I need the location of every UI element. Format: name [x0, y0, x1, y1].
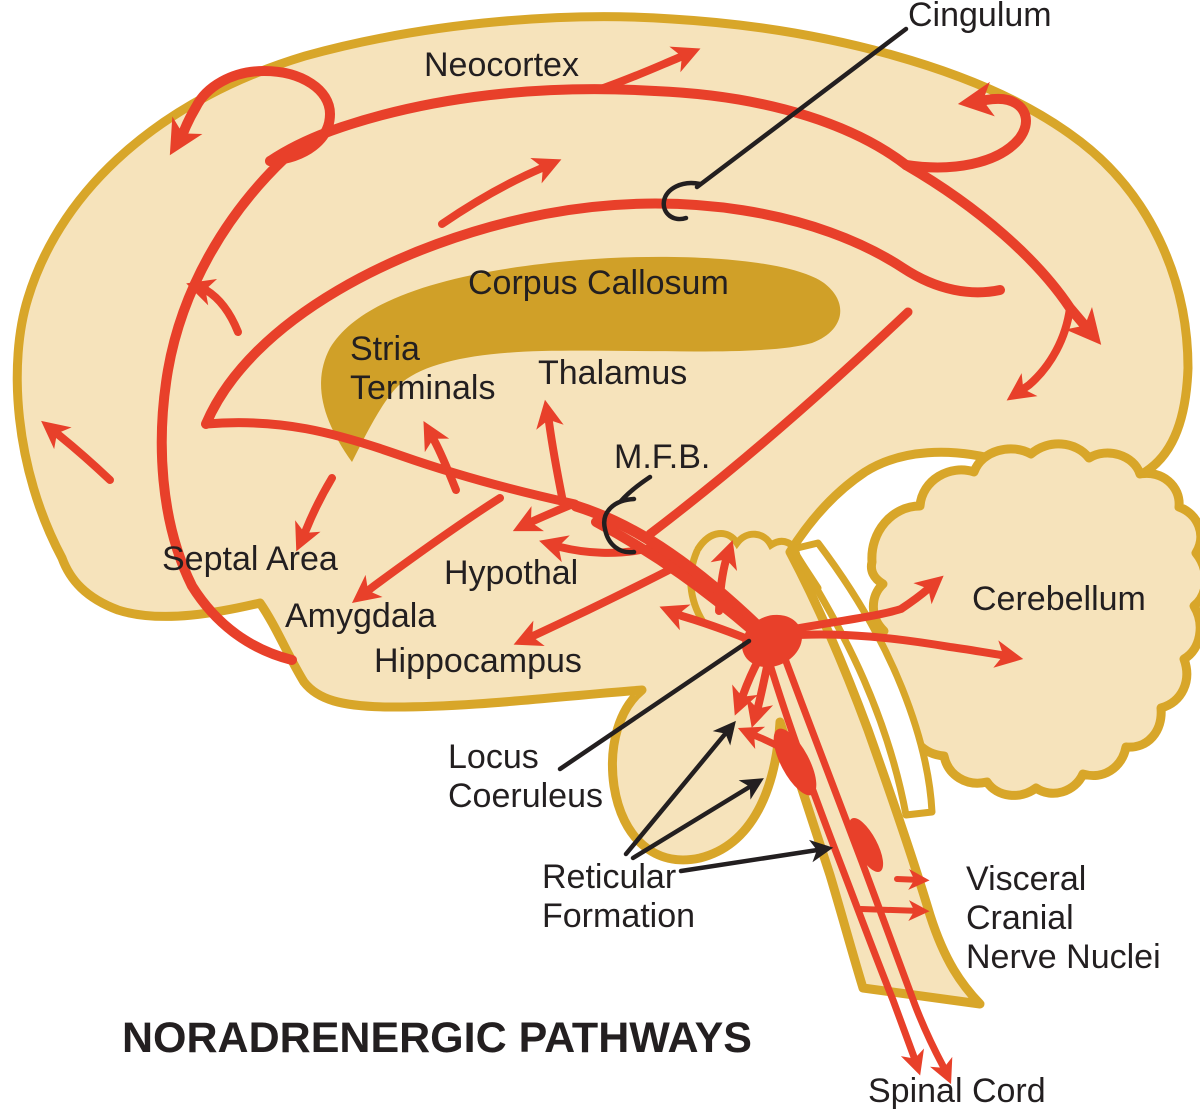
pathway-visceral-arrow1: [894, 869, 930, 890]
label-cerebellum: Cerebellum: [972, 580, 1146, 618]
corpus-callosum-shape: [321, 256, 841, 462]
medial-forebrain-bundle-line1: [570, 500, 769, 637]
pathway-frontal-branch-arrow-upper: [186, 278, 242, 336]
pathway-thalamus-arrow: [536, 399, 567, 506]
pathway-stria-terminals-arrow: [423, 421, 460, 494]
diagram-title: NORADRENERGIC PATHWAYS: [122, 1014, 752, 1062]
label-neocortex: Neocortex: [424, 46, 579, 84]
label-locus-coeruleus: Locus Coeruleus: [448, 738, 603, 815]
pathway-cingulum-arc: [201, 198, 1005, 429]
pathway-occipital-branch-arrow: [1006, 304, 1074, 401]
reticular-pointer-arrow3: [678, 839, 834, 874]
locus-coeruleus-nucleus: [741, 614, 803, 668]
label-reticular-formation: Reticular Formation: [542, 858, 696, 935]
pathway-occipital-curl-arrow: [901, 81, 1031, 173]
label-amygdala: Amygdala: [285, 597, 437, 635]
pathway-amygdala-arrow: [351, 494, 504, 603]
label-hypothal: Hypothal: [444, 554, 579, 592]
mfb-pointer-bracket: [602, 496, 637, 555]
pathway-frontal-branch-arrow-lower: [41, 420, 114, 484]
pathway-basal-forebrain-line: [201, 418, 580, 509]
locus-coeruleus-pointer-line: [557, 638, 752, 772]
label-cingulum: Cingulum: [908, 0, 1052, 34]
label-mfb: M.F.B.: [614, 438, 711, 476]
label-septal-area: Septal Area: [162, 540, 338, 578]
pathway-hippocampus-arrow: [513, 564, 677, 647]
pathway-frontal-sweep: [156, 153, 297, 665]
reticular-nucleus-upper: [773, 728, 817, 796]
label-spinal-cord: Spinal Cord: [868, 1072, 1046, 1110]
pathway-neocortex-branch-arrow: [594, 46, 701, 94]
pathway-cerebellum-upper-arrow: [779, 575, 944, 635]
pathway-lc-rostral-arrow: [659, 604, 754, 644]
pathway-cingulum-branch-arrow: [438, 157, 562, 228]
label-stria-terminals: Stria Terminals: [350, 330, 496, 407]
reticular-pointer-arrow2: [630, 778, 764, 861]
label-visceral-cranial-nerve-nuclei: Visceral Cranial Nerve Nuclei: [966, 860, 1161, 976]
cingulum-pointer-hook: [661, 180, 703, 222]
pathway-lc-caudal-arrow2: [746, 658, 774, 728]
pathway-outer-arc-left: [265, 84, 660, 166]
label-hippocampus: Hippocampus: [374, 642, 582, 680]
pathway-frontal-curl-arrow: [169, 66, 335, 166]
reticular-pointer-arrow1: [623, 720, 736, 857]
pathway-septal-arrow: [295, 474, 336, 552]
pathway-outer-arc-right: [650, 86, 911, 170]
pathway-occipital-descent-arrow: [901, 160, 1102, 345]
pathway-tectum-arrow: [710, 540, 738, 615]
reticular-nucleus-lower: [848, 818, 884, 872]
medial-forebrain-bundle-line2: [591, 517, 775, 651]
label-thalamus: Thalamus: [538, 354, 688, 392]
label-corpus-callosum: Corpus Callosum: [468, 264, 729, 302]
pathway-visceral-arrow2: [858, 900, 930, 922]
pathway-hypothalamus-arrow: [512, 500, 577, 532]
pathway-dorsal-diagonal: [645, 307, 913, 539]
cingulum-pointer-line: [694, 26, 909, 190]
colliculi-line: [694, 530, 822, 592]
pathway-cerebellum-lower-arrow: [779, 630, 1024, 668]
